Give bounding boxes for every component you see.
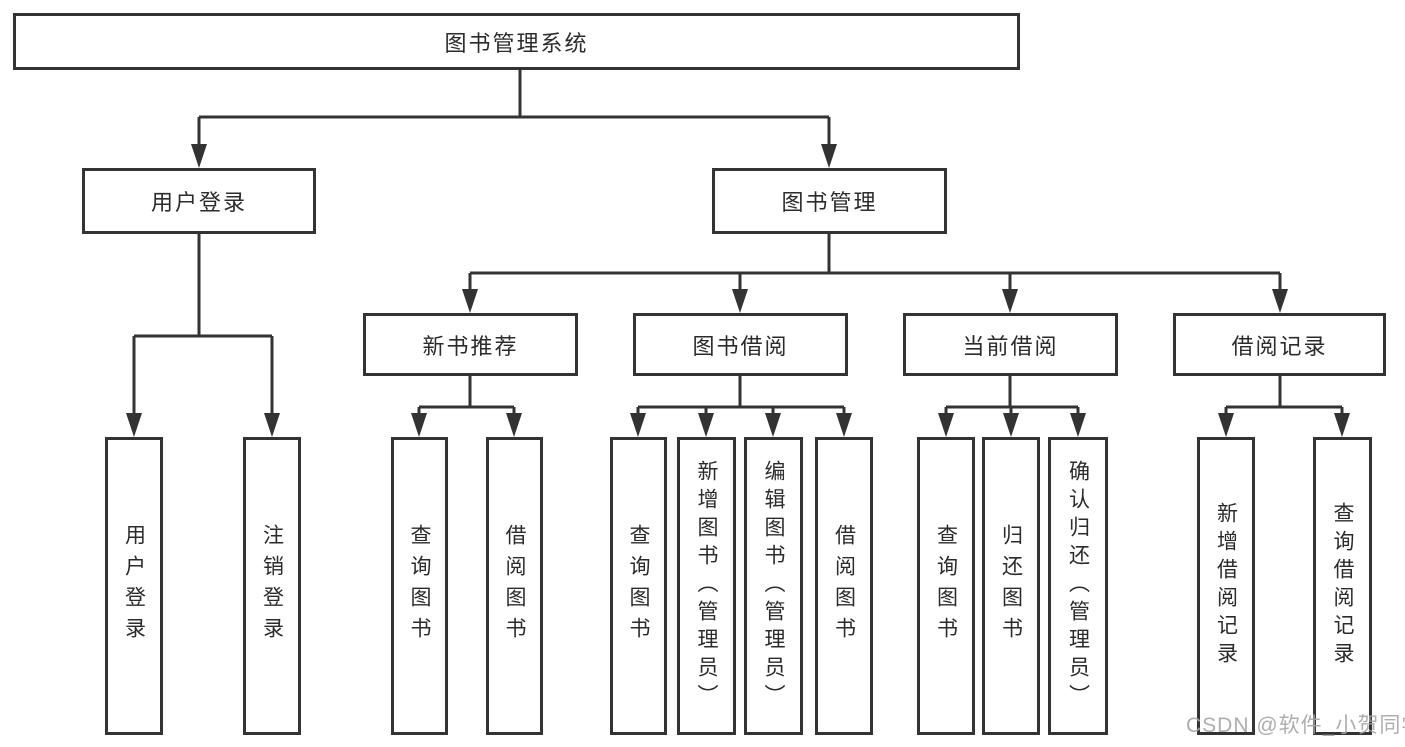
leaf-query-book-3: 查询图书 <box>917 437 975 735</box>
node-user-login: 用户登录 <box>82 168 316 234</box>
node-label: 借阅记录 <box>1231 333 1328 359</box>
leaf-label: 新增图书（管理员） <box>695 460 718 712</box>
leaf-add-book-admin: 新增图书（管理员） <box>677 437 736 735</box>
node-new-book-recommend: 新书推荐 <box>363 313 578 376</box>
leaf-borrow-book-2: 借阅图书 <box>815 437 873 735</box>
leaf-label: 编辑图书（管理员） <box>762 460 785 712</box>
connector-user-login-branch <box>132 234 274 413</box>
leaf-label: 确认归还（管理员） <box>1066 460 1090 712</box>
leaf-borrow-book-1: 借阅图书 <box>486 437 543 735</box>
leaf-label: 查询图书 <box>408 524 431 648</box>
leaf-logout: 注销登录 <box>243 437 301 735</box>
node-borrow-records: 借阅记录 <box>1173 313 1386 376</box>
node-book-management: 图书管理 <box>712 168 947 234</box>
node-label: 图书管理系统 <box>444 30 589 56</box>
leaf-label: 查询图书 <box>934 524 958 648</box>
node-current-borrow: 当前借阅 <box>903 313 1118 376</box>
leaf-query-book-2: 查询图书 <box>610 437 667 735</box>
leaf-label: 归还图书 <box>999 524 1023 648</box>
node-book-borrow: 图书借阅 <box>633 313 848 376</box>
leaf-label: 注销登录 <box>260 524 284 648</box>
node-label: 用户登录 <box>150 190 247 215</box>
connector-book-borrow-branch <box>636 376 846 413</box>
node-label: 当前借阅 <box>962 333 1059 359</box>
connector-borrow-records-branch <box>1224 376 1344 413</box>
leaf-label: 查询图书 <box>627 524 650 648</box>
node-label: 图书借阅 <box>692 333 789 359</box>
connector-new-book-branch <box>417 376 516 413</box>
leaf-label: 新增借阅记录 <box>1214 502 1238 670</box>
node-label: 新书推荐 <box>422 333 519 359</box>
leaf-label: 查询借阅记录 <box>1331 502 1354 670</box>
node-label: 图书管理 <box>781 190 878 215</box>
leaf-add-borrow-record: 新增借阅记录 <box>1197 437 1255 735</box>
leaf-confirm-return-admin: 确认归还（管理员） <box>1048 437 1108 735</box>
leaf-edit-book-admin: 编辑图书（管理员） <box>744 437 803 735</box>
connector-current-borrow-branch <box>944 376 1080 413</box>
connector-book-mgmt-branch <box>468 234 1282 289</box>
leaf-label: 借阅图书 <box>503 524 526 648</box>
leaf-label: 用户登录 <box>122 524 146 648</box>
connector-root-to-level2 <box>197 70 831 144</box>
csdn-watermark: CSDN @软件_小贺同学 <box>1186 714 1405 737</box>
leaf-query-book-1: 查询图书 <box>391 437 448 735</box>
leaf-label: 借阅图书 <box>832 524 856 648</box>
leaf-query-borrow-record: 查询借阅记录 <box>1313 437 1372 735</box>
leaf-user-login: 用户登录 <box>105 437 163 735</box>
leaf-return-book: 归还图书 <box>982 437 1040 735</box>
node-library-management-system: 图书管理系统 <box>13 13 1020 70</box>
